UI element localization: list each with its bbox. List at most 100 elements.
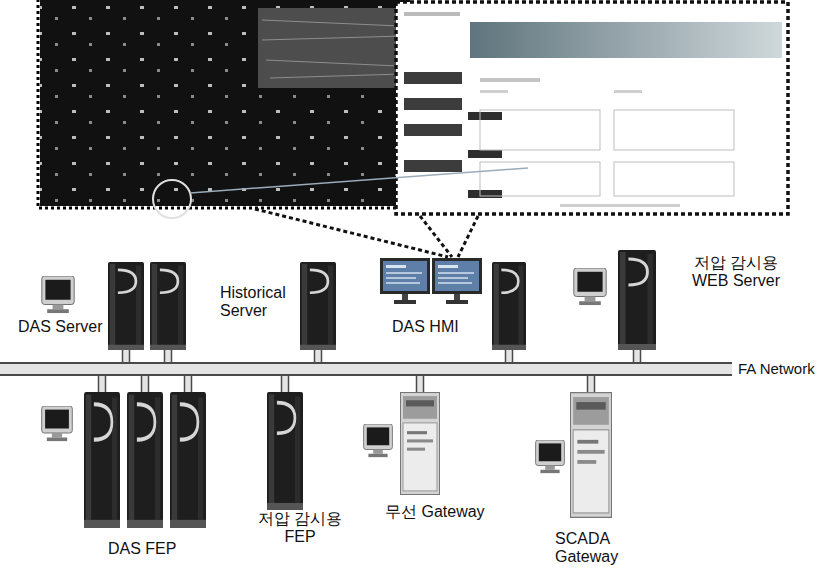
callout-tail	[458, 216, 478, 257]
web-screenshot	[404, 124, 462, 136]
historical-server-icon	[300, 262, 336, 350]
das-server-icon	[150, 262, 186, 350]
link-line	[105, 376, 107, 392]
link-line	[122, 350, 124, 362]
link-line	[633, 350, 635, 362]
scada-gateway-icon	[571, 393, 612, 518]
map-screenshot	[153, 180, 191, 218]
link-pipe	[417, 376, 424, 392]
web-screenshot	[480, 78, 540, 82]
link-pipe	[315, 350, 322, 362]
device-label: 저압 감시용 WEB Server	[680, 254, 792, 290]
wireless-gateway-icon	[364, 424, 393, 457]
lv-fep-icon	[267, 392, 303, 510]
map-screenshot	[38, 0, 412, 218]
link-pipe	[634, 350, 641, 362]
web-screenshot	[614, 110, 734, 150]
fep-icon	[42, 392, 206, 528]
scada-gateway-icon	[536, 440, 565, 473]
device-label: DAS FEP	[108, 540, 176, 558]
wireless-gateway-icon	[364, 393, 440, 495]
web-screenshot	[614, 162, 734, 196]
callout-tail	[420, 216, 452, 257]
zoom-leader	[190, 168, 528, 193]
web-screenshot	[468, 150, 502, 158]
wireless-gateway-icon	[401, 393, 440, 495]
device-label: 무선 Gateway	[385, 503, 485, 521]
web-screenshot	[404, 160, 462, 172]
web-screenshot	[404, 72, 462, 84]
map-screenshot	[38, 0, 412, 208]
fep-icon	[127, 392, 163, 528]
device-node: DAS Server	[15, 262, 195, 350]
link-line	[141, 376, 143, 392]
link-line	[640, 350, 642, 362]
link-line	[288, 376, 290, 392]
map-screenshot	[258, 8, 408, 88]
network-link	[588, 376, 595, 392]
link-line	[281, 376, 283, 392]
device-label: Historical Server	[220, 284, 305, 320]
device-node: DAS HMI	[365, 238, 535, 350]
das-server-icon	[108, 262, 144, 350]
callout-tail	[255, 209, 448, 257]
web-screenshot	[614, 90, 642, 93]
network-link	[99, 376, 192, 392]
web-screenshot	[396, 2, 788, 214]
link-line	[98, 376, 100, 392]
map-screenshot	[40, 0, 410, 206]
hmi-icon	[492, 262, 526, 350]
link-line	[314, 350, 316, 362]
das-server-icon	[42, 276, 74, 313]
map-screenshot	[262, 20, 404, 78]
fep-icon	[42, 406, 73, 441]
link-pipe	[99, 376, 106, 392]
network-link	[417, 376, 424, 392]
zoom-leader	[190, 168, 528, 193]
link-pipe	[282, 376, 289, 392]
link-line	[129, 350, 131, 362]
link-line	[505, 350, 507, 362]
web-server-icon	[574, 250, 656, 350]
network-link	[506, 350, 513, 362]
fep-icon	[84, 392, 120, 528]
device-node: SCADA Gateway	[530, 392, 640, 568]
link-pipe	[588, 376, 595, 392]
hmi-icon	[380, 258, 526, 350]
web-screenshot	[404, 98, 462, 110]
network-link	[315, 350, 322, 362]
link-pipe	[142, 376, 149, 392]
device-node: 무선 Gateway	[360, 392, 505, 526]
device-label: SCADA Gateway	[555, 530, 633, 566]
map-screenshot	[40, 0, 410, 206]
link-line	[587, 376, 589, 392]
hmi-icon	[380, 258, 430, 304]
web-screenshot	[396, 2, 788, 214]
historical-server-icon	[300, 262, 336, 350]
web-screenshot	[468, 190, 502, 198]
web-screenshot	[468, 112, 502, 120]
network-link	[123, 350, 172, 362]
device-label: DAS HMI	[392, 318, 459, 336]
link-pipe	[506, 350, 513, 362]
web-screenshot	[480, 162, 600, 196]
fep-icon	[170, 392, 206, 528]
link-line	[164, 350, 166, 362]
link-pipe	[165, 350, 172, 362]
link-line	[321, 350, 323, 362]
link-line	[148, 376, 150, 392]
web-screenshot	[560, 204, 680, 207]
scada-gateway-icon	[536, 393, 612, 518]
link-pipe	[123, 350, 130, 362]
link-line	[423, 376, 425, 392]
web-screenshot	[396, 2, 788, 214]
web-server-icon	[574, 268, 606, 305]
hmi-icon	[432, 258, 482, 304]
device-node: 저압 감시용 FEP	[240, 392, 354, 558]
device-node: Historical Server	[215, 262, 345, 350]
web-screenshot	[480, 90, 508, 93]
device-node: 저압 감시용 WEB Server	[565, 248, 800, 350]
link-line	[191, 376, 193, 392]
network-label: FA Network	[738, 360, 815, 378]
